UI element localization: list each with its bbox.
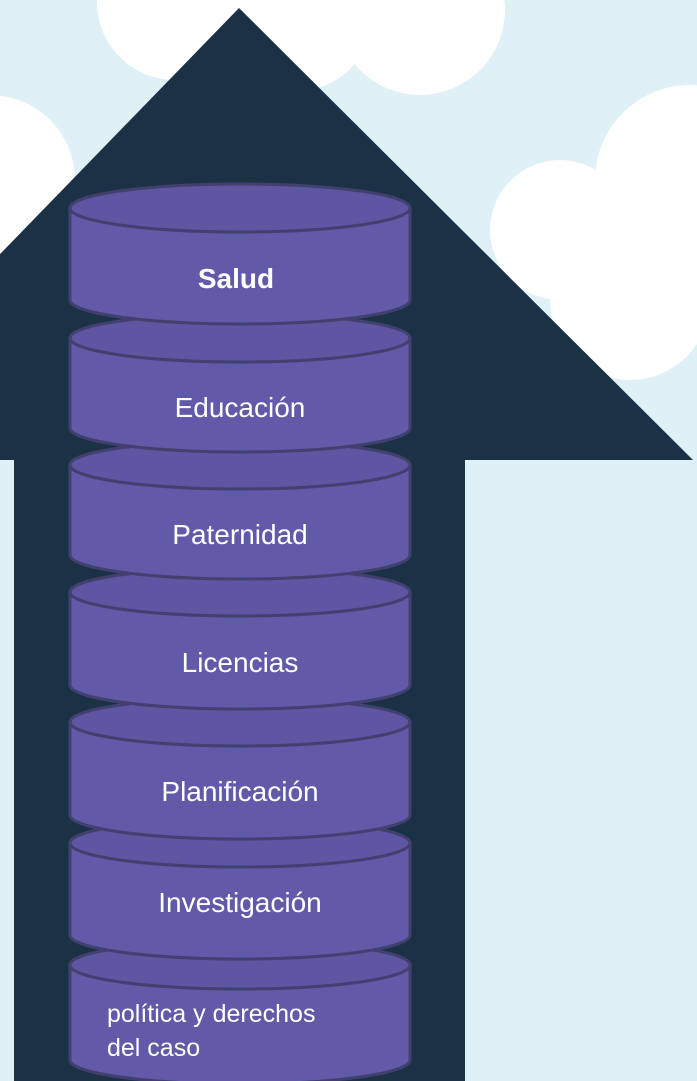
cylinder-label: Paternidad	[172, 519, 307, 550]
cylinder-body	[68, 720, 412, 841]
cylinder-body	[68, 463, 412, 581]
cylinder-top	[68, 182, 412, 234]
cylinder-label: Educación	[175, 392, 306, 423]
cylinder-label-line: del caso	[107, 1034, 200, 1062]
cylinder-7: política y derechos del caso	[68, 939, 412, 1081]
cylinder-label: Licencias	[182, 647, 299, 678]
cylinder-body	[68, 841, 412, 961]
cylinder-label-line: política y derechos	[107, 1000, 315, 1028]
cylinder-body	[68, 206, 412, 326]
cylinder-body	[68, 336, 412, 454]
cylinder-3: Paternidad	[68, 439, 412, 581]
cylinder-5: Planificación	[68, 696, 412, 841]
cylinder-1: Salud	[68, 182, 412, 326]
cylinder-2: Educación	[68, 312, 412, 454]
cylinder-body	[68, 963, 412, 1081]
cylinder-label: Investigación	[158, 887, 321, 918]
cylinder-label: Planificación	[161, 776, 318, 807]
cylinder-stack: política y derechos del caso Investigación…	[68, 182, 412, 1081]
cylinder-4: Licencias	[68, 566, 412, 711]
cloud-right	[490, 85, 697, 380]
cylinder-body	[68, 590, 412, 711]
cylinder-label: Salud	[198, 263, 274, 294]
